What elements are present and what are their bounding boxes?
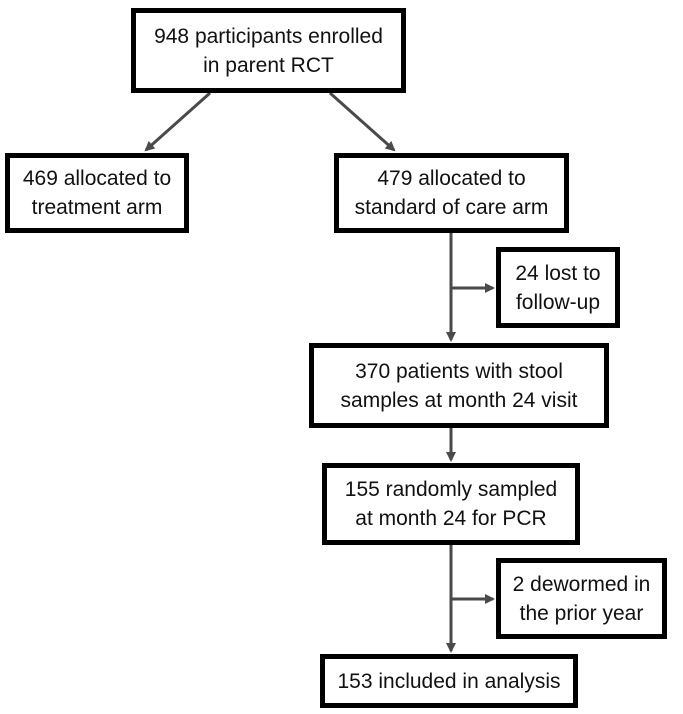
box-lost-followup: 24 lost to follow-up	[496, 247, 620, 328]
box-stool-samples-label: 370 patients with stool samples at month…	[340, 359, 578, 412]
box-standard-arm-label: 479 allocated to standard of care arm	[354, 167, 549, 219]
box-enrolled-label: 948 participants enrolled in parent RCT	[154, 24, 383, 77]
box-enrolled: 948 participants enrolled in parent RCT	[131, 8, 406, 93]
box-lost-followup-label: 24 lost to follow-up	[515, 261, 601, 314]
box-pcr-sampled-label: 155 randomly sampled at month 24 for PCR	[344, 478, 558, 530]
box-analysis: 153 included in analysis	[320, 654, 578, 708]
box-treatment-arm: 469 allocated to treatment arm	[5, 153, 189, 233]
box-analysis-label: 153 included in analysis	[337, 669, 561, 693]
box-dewormed: 2 dewormed in the prior year	[496, 558, 667, 639]
box-dewormed-label: 2 dewormed in the prior year	[512, 572, 651, 625]
arrow-enrolled-to-standard	[329, 91, 396, 152]
box-standard-arm: 479 allocated to standard of care arm	[334, 153, 569, 233]
arrow-enrolled-to-treatment	[144, 91, 211, 152]
box-stool-samples: 370 patients with stool samples at month…	[309, 343, 609, 428]
box-treatment-arm-label: 469 allocated to treatment arm	[22, 167, 172, 219]
box-pcr-sampled: 155 randomly sampled at month 24 for PCR	[322, 463, 580, 545]
